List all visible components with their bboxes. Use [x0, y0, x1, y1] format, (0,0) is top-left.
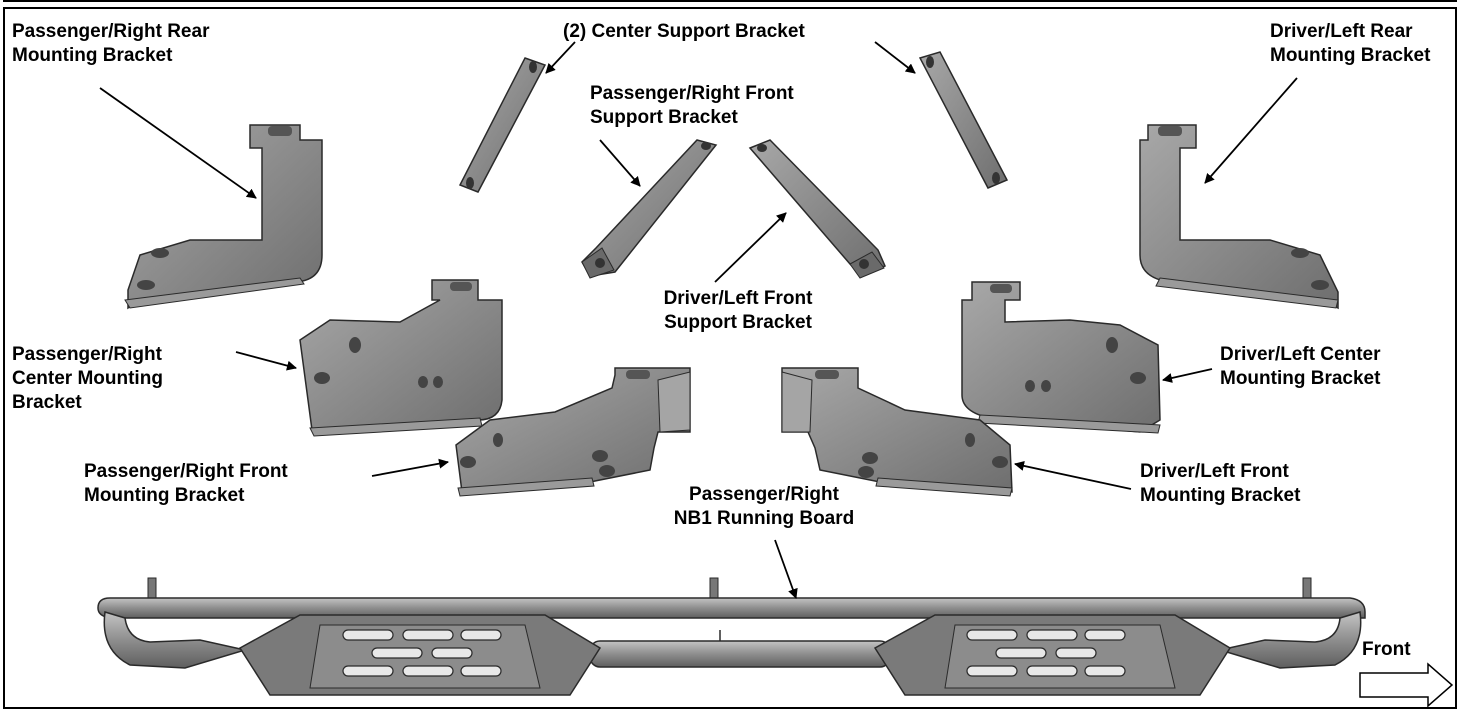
label-passenger-right-center-mounting-bracket: Passenger/Right Center Mounting Bracket [12, 344, 163, 413]
driver-left-front-mounting-bracket [781, 367, 1013, 497]
driver-left-rear-mounting-bracket [1139, 124, 1339, 310]
arrow-driver-center [1162, 368, 1213, 383]
label-center-support-bracket: (2) Center Support Bracket [563, 21, 805, 42]
arrow-passenger-rear [99, 87, 257, 199]
arrow-driver-front-support [714, 212, 787, 283]
diagram-frame [3, 7, 1457, 709]
leader-arrows [99, 41, 1298, 599]
label-driver-left-rear-mounting-bracket: Driver/Left Rear Mounting Bracket [1270, 21, 1431, 66]
label-passenger-right-front-support-bracket: Passenger/Right Front Support Bracket [590, 83, 794, 128]
passenger-right-front-support-bracket [581, 139, 718, 279]
driver-left-center-mounting-bracket [961, 281, 1161, 434]
label-passenger-right-front-mounting-bracket: Passenger/Right Front Mounting Bracket [84, 461, 288, 506]
center-support-bracket-right [918, 51, 1009, 189]
label-running-board: Passenger/Right NB1 Running Board [673, 484, 855, 529]
label-driver-left-front-mounting-bracket: Driver/Left Front Mounting Bracket [1140, 461, 1301, 506]
arrow-center-support-right [874, 41, 916, 74]
passenger-right-rear-mounting-bracket [124, 124, 323, 310]
top-rule [3, 0, 1457, 2]
label-passenger-right-rear-mounting-bracket: Passenger/Right Rear Mounting Bracket [12, 21, 210, 66]
front-arrow-icon [1359, 662, 1454, 708]
label-front: Front [1362, 639, 1411, 660]
label-driver-left-center-mounting-bracket: Driver/Left Center Mounting Bracket [1220, 344, 1381, 389]
arrow-passenger-front-support [599, 139, 641, 187]
passenger-right-front-mounting-bracket [455, 367, 691, 497]
label-driver-left-front-support-bracket: Driver/Left Front Support Bracket [663, 288, 813, 333]
arrow-center-support-left [545, 41, 576, 74]
arrow-passenger-center [235, 351, 297, 371]
arrow-passenger-front [371, 458, 449, 477]
passenger-right-center-mounting-bracket [299, 279, 503, 437]
arrow-driver-rear [1204, 77, 1298, 184]
running-board [97, 577, 1366, 696]
center-support-bracket-left [458, 57, 547, 193]
driver-left-front-support-bracket [748, 139, 886, 279]
arrow-driver-front [1014, 461, 1132, 490]
arrow-running-board [774, 539, 798, 599]
